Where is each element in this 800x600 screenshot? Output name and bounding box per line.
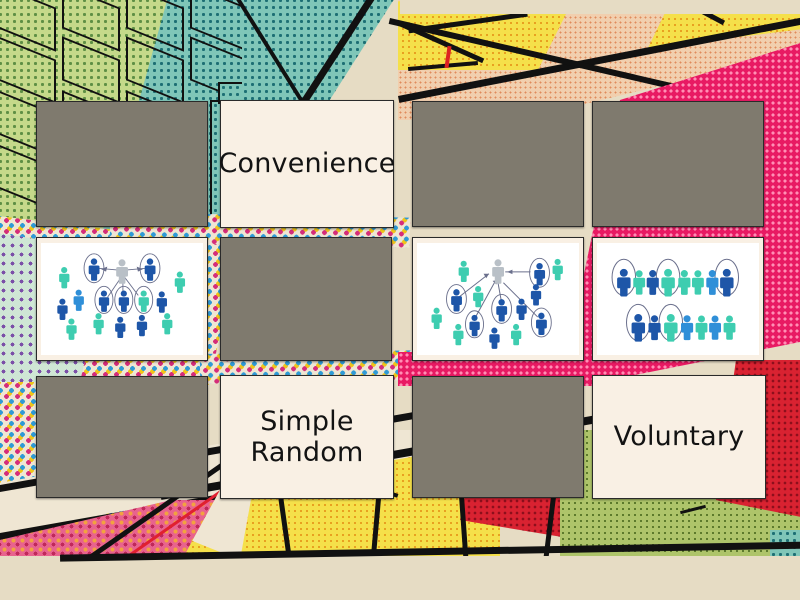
simple-random-line-2: Random: [250, 437, 364, 468]
people-rows-svg: [600, 243, 756, 355]
bg-top-strip: [400, 0, 800, 14]
tile-r3c4-voluntary[interactable]: Voluntary: [592, 375, 766, 499]
snowball-referral-sampling-diagram: [417, 243, 579, 355]
tile-label-simple-random: Simple Random: [251, 406, 364, 469]
tile-label-voluntary: Voluntary: [613, 421, 745, 453]
systematic-sampling-rows-diagram: [597, 243, 759, 355]
snowball-network-sampling-diagram: [41, 243, 203, 355]
tile-r3c2-simple-random[interactable]: Simple Random: [220, 375, 394, 499]
tile-r1c2-convenience[interactable]: Convenience: [218, 100, 396, 228]
people-referral-network-svg: [420, 243, 576, 355]
tile-r2c4-systematic-image[interactable]: [592, 237, 764, 361]
tile-r2c3-snowball-referral-image[interactable]: [412, 237, 584, 361]
simple-random-line-1: Simple: [260, 405, 354, 437]
tile-r1c4-face-down[interactable]: [592, 101, 764, 227]
people-network-svg: [44, 243, 200, 355]
tile-r1c3-face-down[interactable]: [412, 101, 584, 227]
tile-r3c3-face-down[interactable]: [412, 376, 584, 498]
bg-bottom-strip: [0, 556, 800, 600]
tile-r2c2-face-down[interactable]: [220, 237, 392, 361]
tile-r2c1-snowball-image[interactable]: [36, 237, 208, 361]
tile-r1c1-face-down[interactable]: [36, 101, 208, 227]
tile-r3c1-face-down[interactable]: [36, 376, 208, 498]
tile-label-convenience: Convenience: [218, 148, 396, 180]
